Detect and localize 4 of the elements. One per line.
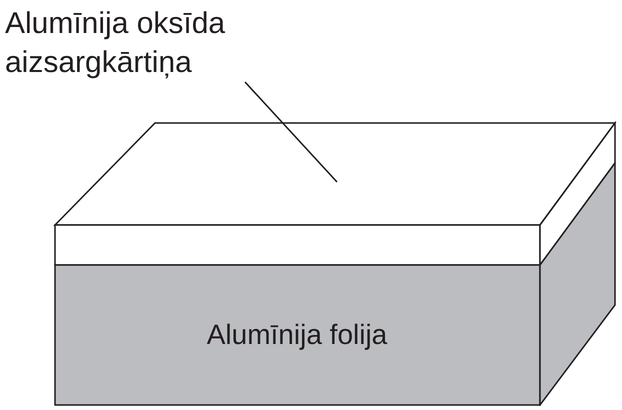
leader-line — [244, 82, 338, 182]
foil-label: Alumīnija folija — [206, 318, 388, 352]
oxide-layer — [53, 120, 616, 268]
layer-label: Alumīnija oksīda aizsargkārtiņa — [5, 6, 226, 81]
